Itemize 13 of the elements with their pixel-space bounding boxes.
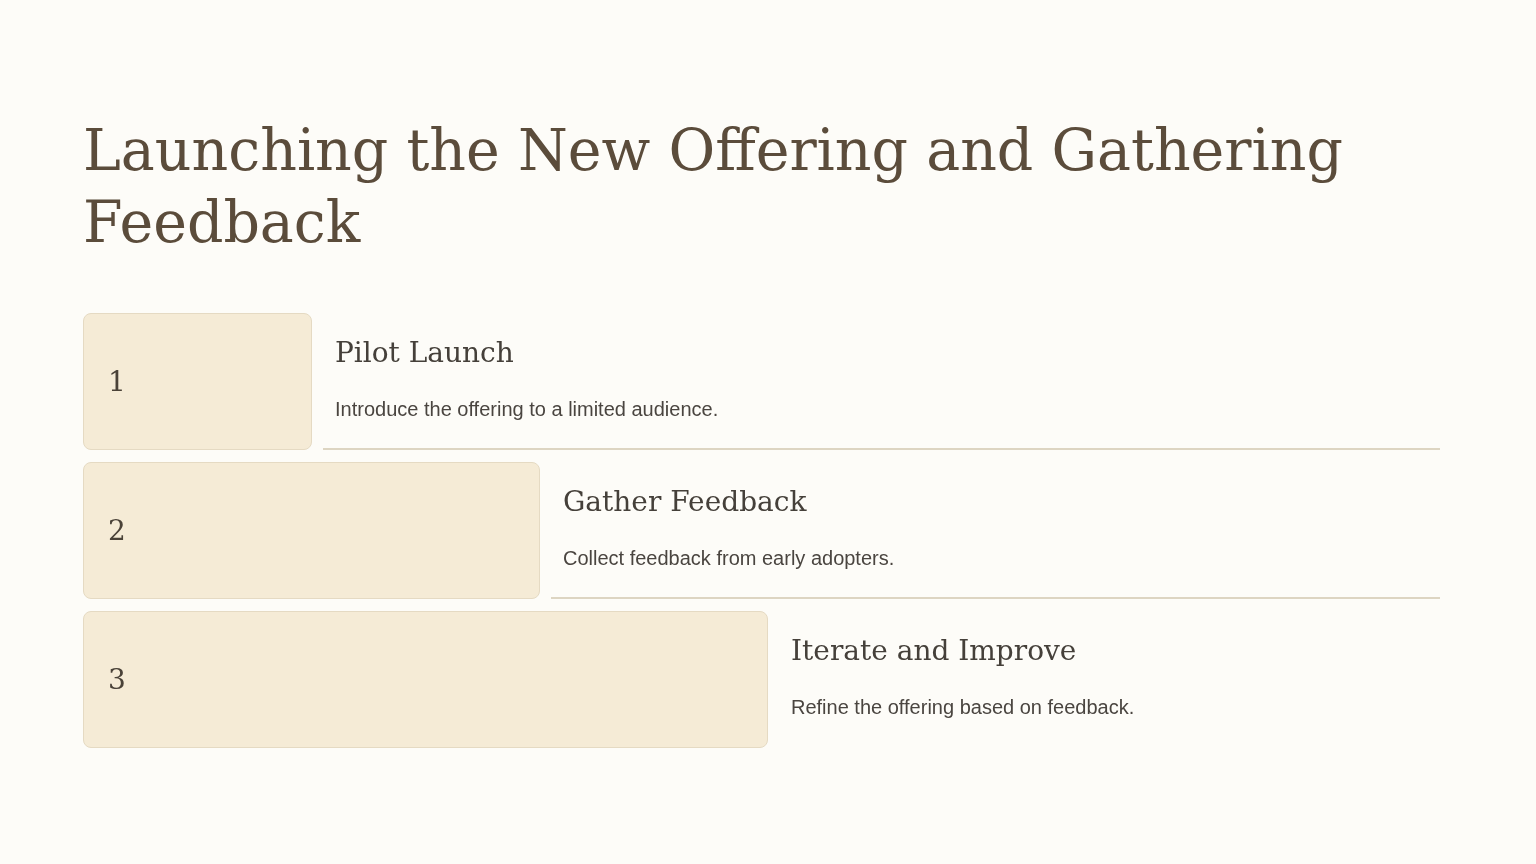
step-title: Gather Feedback bbox=[563, 484, 807, 520]
step-bar bbox=[83, 313, 312, 450]
step-title: Pilot Launch bbox=[335, 335, 514, 371]
step-bar bbox=[83, 462, 540, 599]
step-number: 3 bbox=[108, 661, 126, 698]
step-number: 1 bbox=[108, 363, 126, 400]
slide-title: Launching the New Offering and Gathering Feedback bbox=[83, 116, 1344, 257]
step-description: Introduce the offering to a limited audience. bbox=[335, 397, 719, 422]
step-number: 2 bbox=[108, 512, 126, 549]
step-title: Iterate and Improve bbox=[791, 633, 1077, 669]
step-description: Refine the offering based on feedback. bbox=[791, 695, 1135, 720]
step-bar bbox=[83, 611, 768, 748]
step-description: Collect feedback from early adopters. bbox=[563, 546, 895, 571]
